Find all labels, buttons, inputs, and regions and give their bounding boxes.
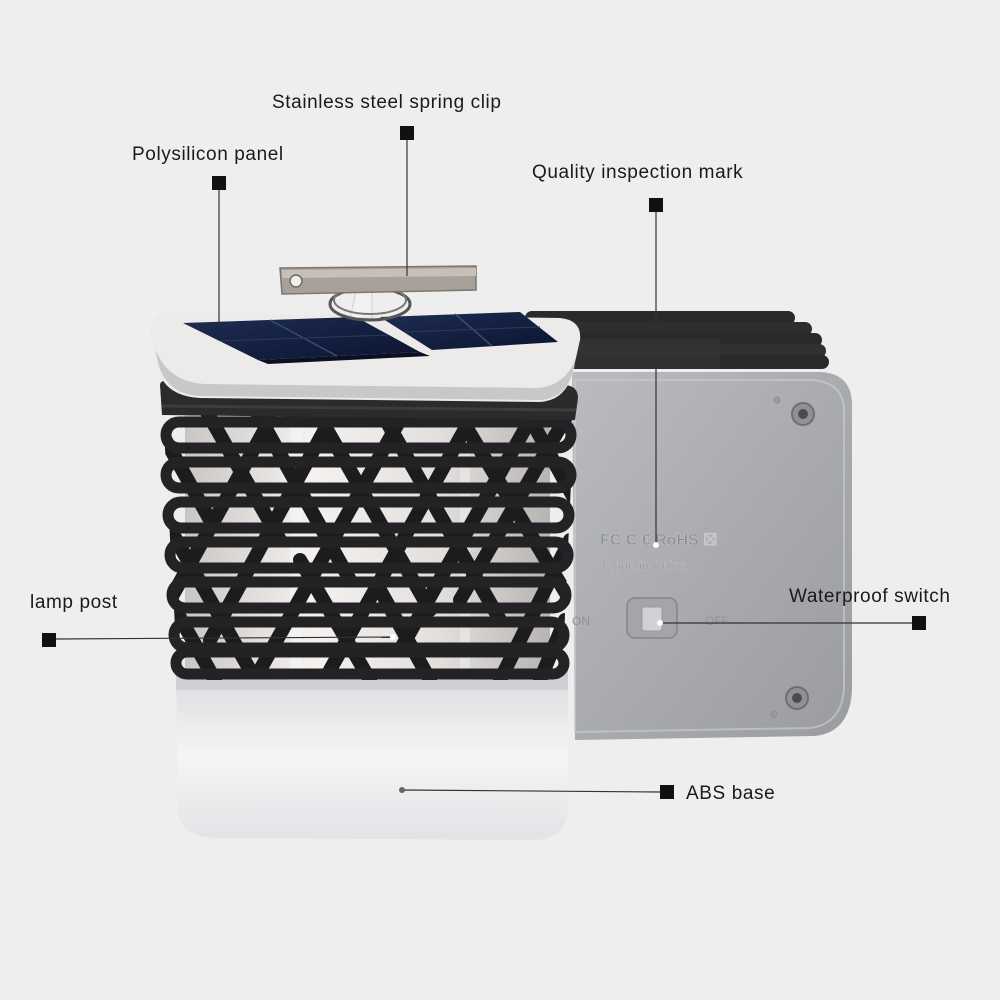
callout-abs-base: ABS base	[686, 783, 776, 804]
callout-polysilicon-panel: Polysilicon panel	[132, 144, 284, 165]
back-panel	[572, 372, 852, 740]
spring-clip	[279, 265, 477, 322]
abs-base	[176, 670, 568, 840]
switch-on-label: ON	[572, 614, 590, 628]
base-anchor	[399, 787, 405, 793]
polysilicon-panel	[183, 312, 558, 364]
origin-mark: Made in China	[603, 558, 688, 573]
lattice-rings	[160, 416, 577, 680]
leader-dots	[390, 542, 663, 793]
switch-anchor	[657, 620, 663, 626]
cooling-fins	[525, 311, 829, 369]
callout-lamp-post: lamp post	[30, 592, 118, 613]
lamp-marker	[42, 633, 56, 647]
callout-quality-mark: Quality inspection mark	[532, 162, 744, 183]
solar-lantern	[150, 265, 581, 840]
screw-top	[791, 402, 815, 426]
switch-off-label: OFF	[705, 614, 729, 628]
screw-bottom	[785, 686, 809, 710]
base-marker	[660, 785, 674, 799]
leader-lines	[55, 140, 912, 793]
panel-marker	[212, 176, 226, 190]
clip-marker	[400, 126, 414, 140]
callout-spring-clip: Stainless steel spring clip	[272, 92, 502, 113]
switch-marker	[912, 616, 926, 630]
callout-waterproof-switch: Waterproof switch	[789, 586, 951, 607]
mark-anchor	[653, 542, 659, 548]
lamp-post-anchor	[390, 634, 396, 640]
mark-marker	[649, 198, 663, 212]
cert-marks: FC C € RoHS ☒	[600, 532, 717, 549]
power-switch[interactable]	[626, 597, 678, 639]
back-case: FC C € RoHS ☒ Made in China ON OFF	[525, 311, 852, 740]
